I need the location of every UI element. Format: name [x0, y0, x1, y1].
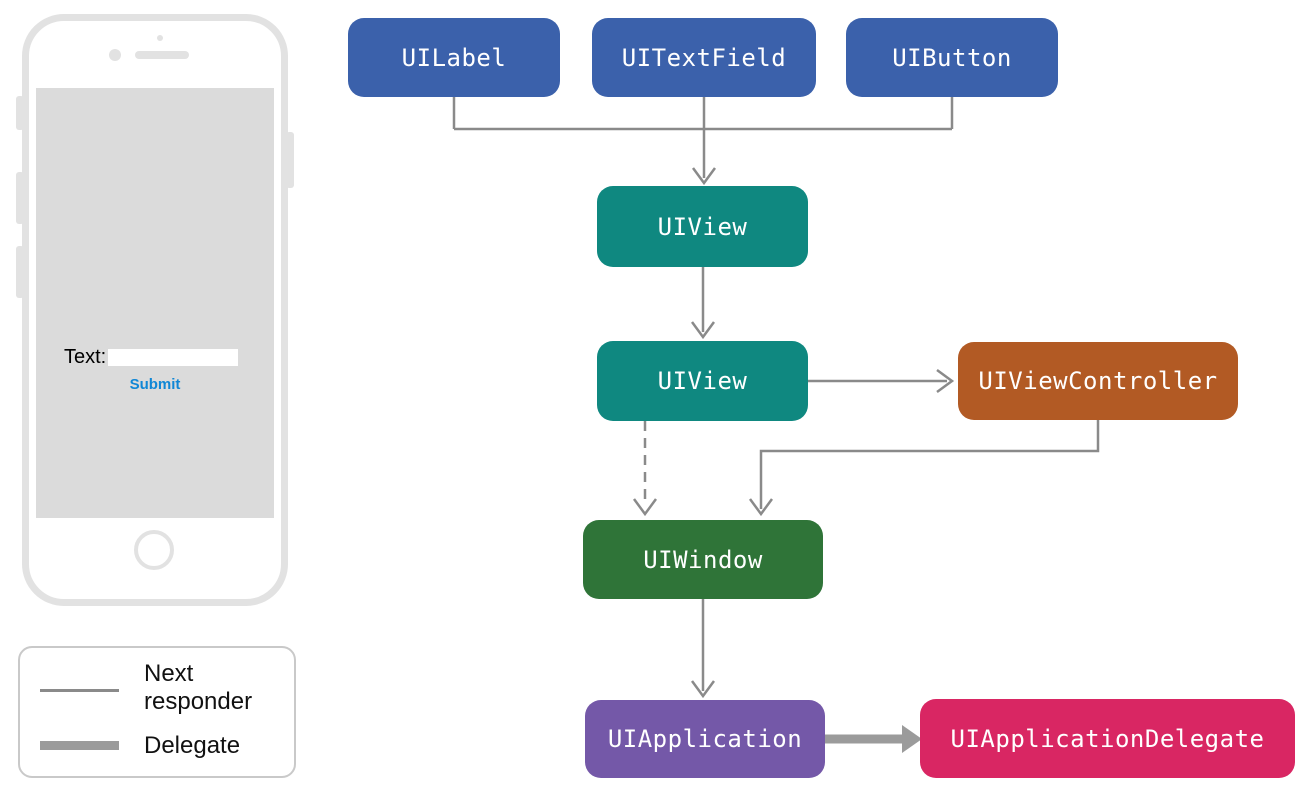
connector-controls-to-uiview	[452, 97, 954, 186]
connector-uiapplication-to-delegate	[825, 725, 922, 753]
connector-uiview1-to-uiview2	[690, 267, 716, 340]
phone-screen: Text: Submit	[36, 88, 274, 518]
node-uiview-2-label: UIView	[657, 367, 748, 395]
node-uiviewcontroller-label: UIViewController	[978, 367, 1218, 395]
node-uilabel: UILabel	[348, 18, 560, 97]
mock-submit-button: Submit	[129, 376, 181, 393]
node-uitextfield: UITextField	[592, 18, 816, 97]
node-uibutton-label: UIButton	[892, 43, 1012, 72]
phone-volume-up-button	[16, 172, 24, 224]
node-uiview-1: UIView	[597, 186, 808, 267]
node-uiapplication: UIApplication	[585, 700, 825, 778]
phone-camera-icon	[109, 49, 121, 61]
mock-text-input	[108, 349, 239, 366]
phone-sensor-dot-icon	[157, 35, 163, 41]
legend-delegate-label: Delegate	[144, 732, 241, 759]
node-uiwindow: UIWindow	[583, 520, 823, 599]
legend-delegate-line	[40, 741, 119, 750]
phone-power-button	[286, 132, 294, 188]
legend-next-responder-line	[40, 689, 119, 692]
node-uiview-1-label: UIView	[657, 212, 748, 241]
phone-speaker-icon	[135, 51, 189, 59]
phone-mockup: Text: Submit	[22, 14, 288, 606]
phone-volume-down-button	[16, 246, 24, 298]
phone-home-button	[134, 530, 174, 570]
node-uiviewcontroller: UIViewController	[958, 342, 1238, 420]
legend-next-responder-label: Next responder	[144, 660, 253, 715]
node-uitextfield-label: UITextField	[621, 43, 787, 72]
node-uiapplicationdelegate: UIApplicationDelegate	[920, 699, 1295, 778]
node-uibutton: UIButton	[846, 18, 1058, 97]
node-uiapplicationdelegate-label: UIApplicationDelegate	[950, 724, 1265, 753]
connector-uiviewcontroller-to-uiwindow	[748, 420, 1100, 517]
mock-text-label: Text:	[64, 346, 107, 368]
node-uiview-2: UIView	[597, 341, 808, 421]
connector-uiview2-to-uiviewcontroller	[808, 368, 955, 394]
node-uiapplication-label: UIApplication	[607, 725, 803, 753]
connector-uiview2-to-uiwindow-dashed	[632, 421, 658, 517]
node-uiwindow-label: UIWindow	[643, 545, 763, 574]
connector-uiwindow-to-uiapplication	[690, 599, 716, 699]
node-uilabel-label: UILabel	[401, 43, 507, 72]
phone-mute-switch	[16, 96, 24, 130]
legend: Next responder Delegate	[18, 646, 296, 778]
